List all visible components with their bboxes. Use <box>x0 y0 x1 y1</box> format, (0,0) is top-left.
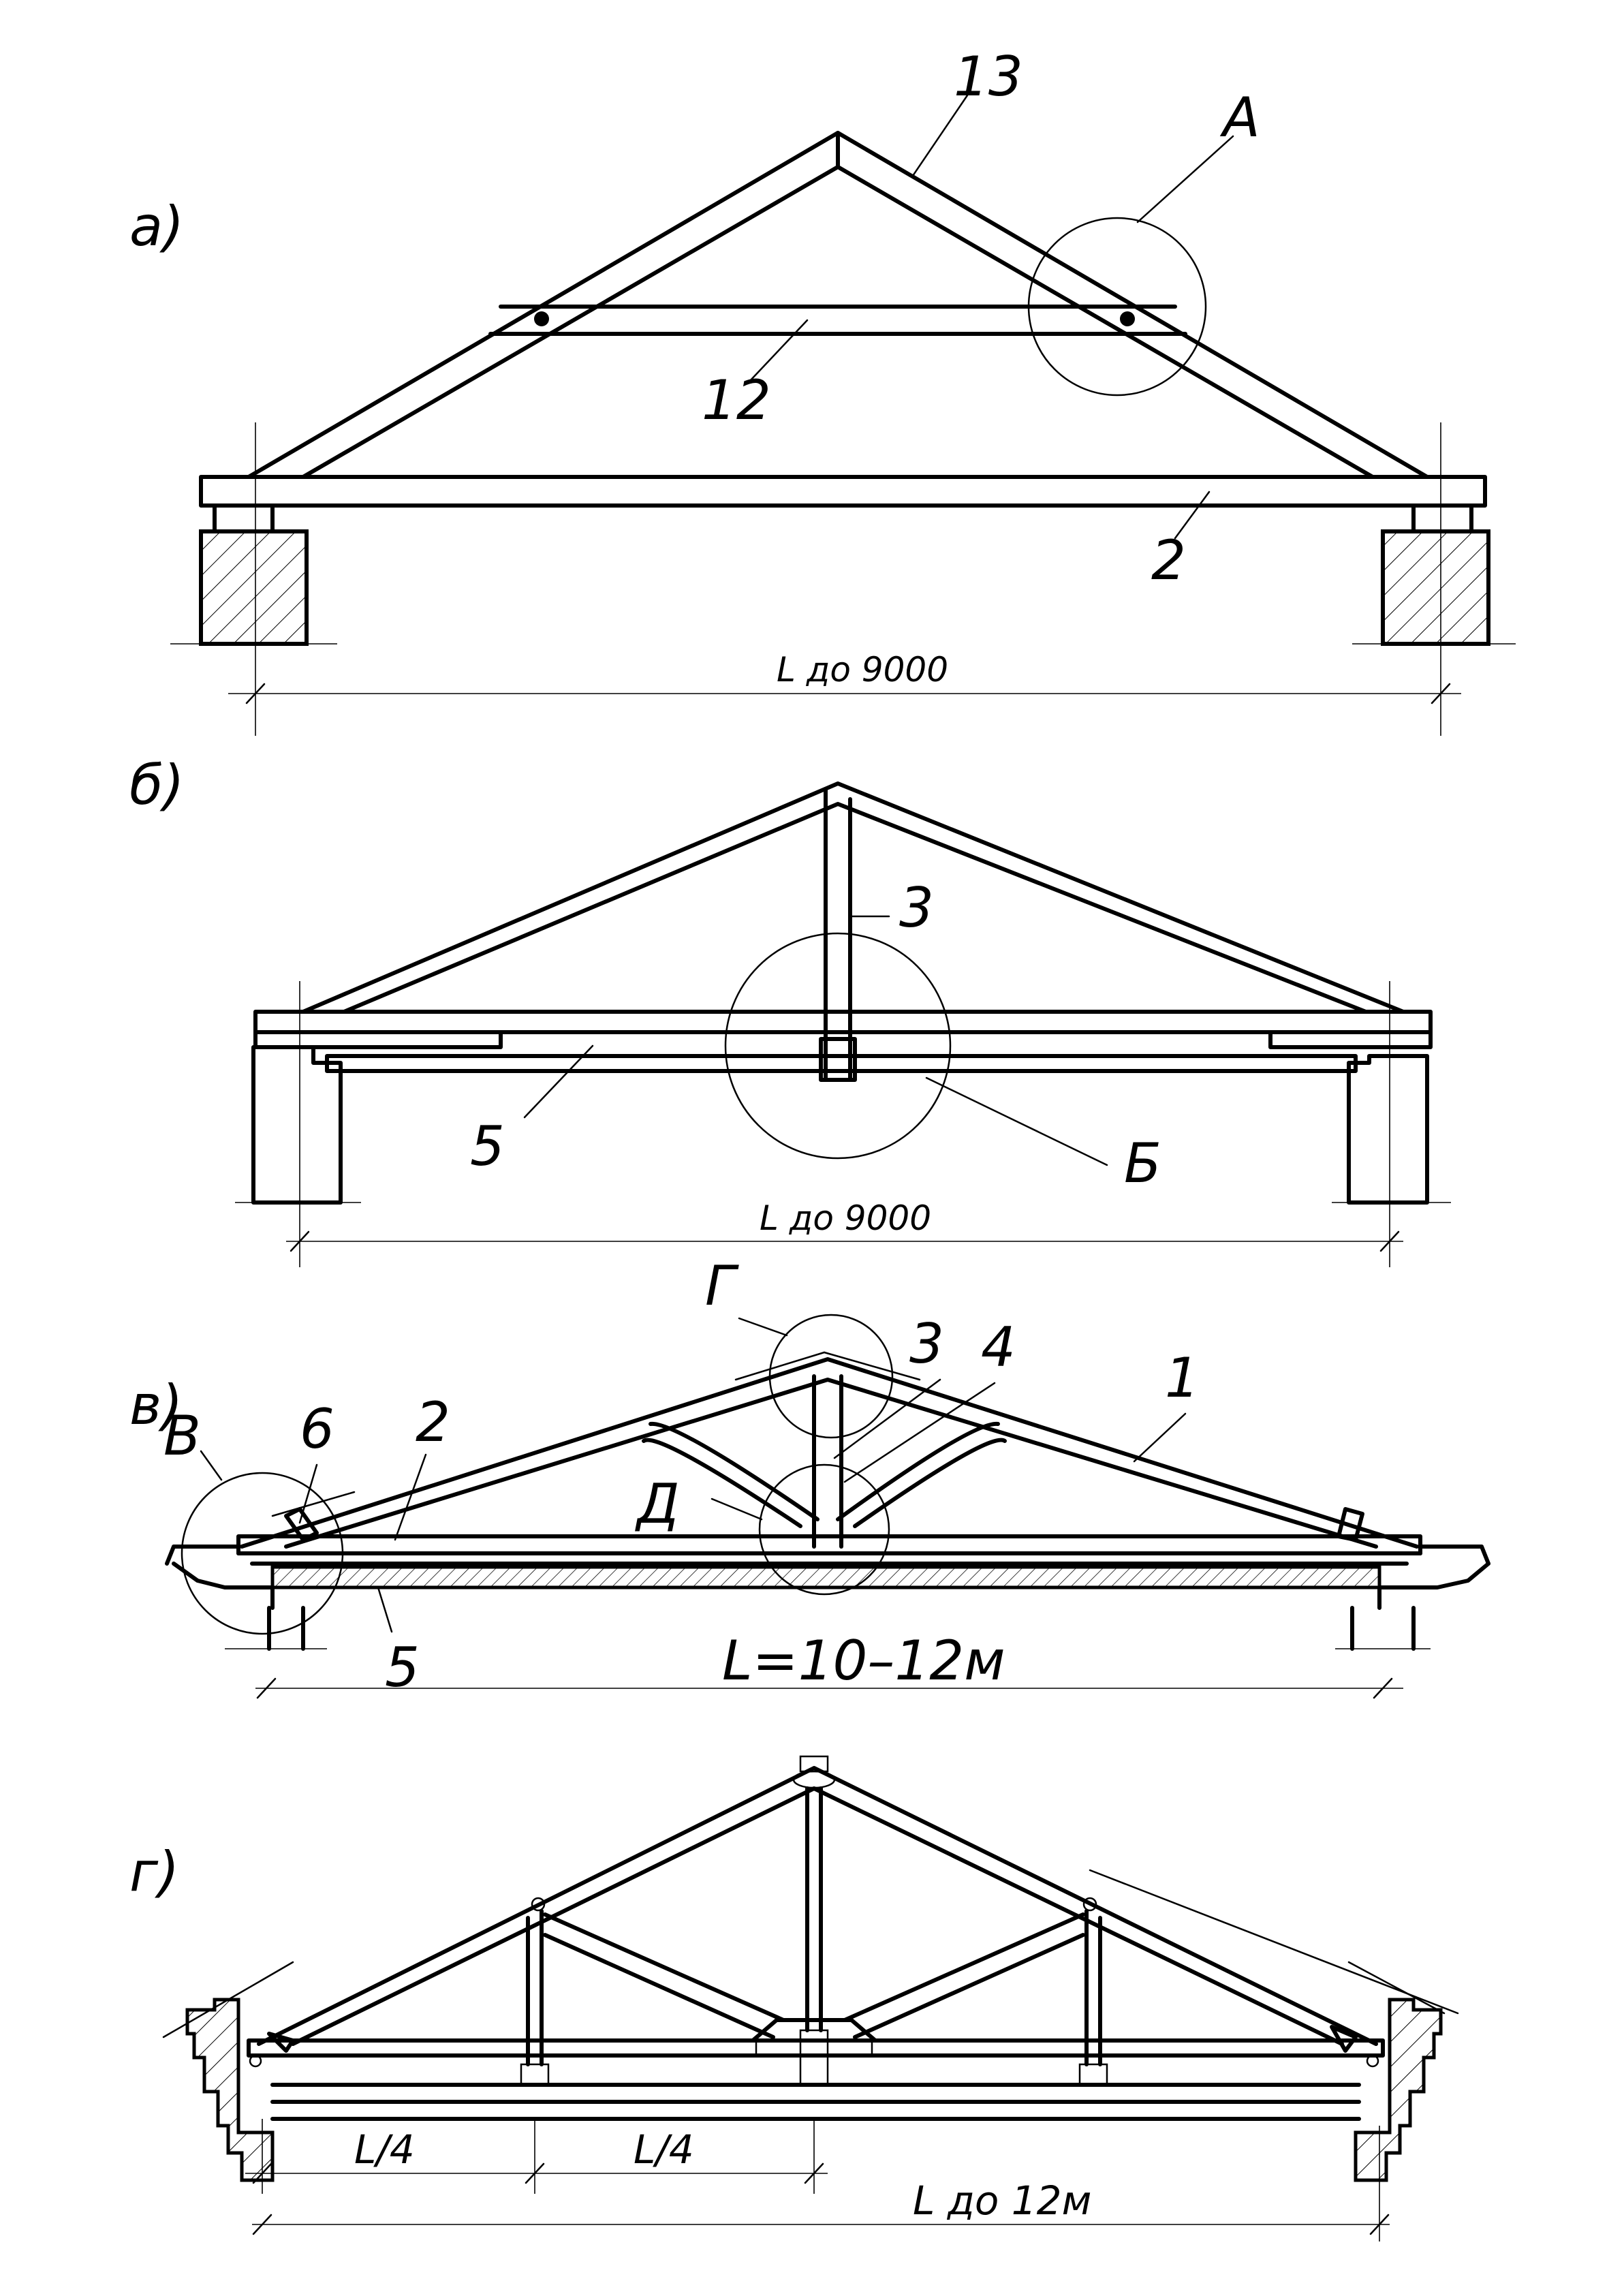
panel-v-ridge-sheet-right <box>823 1351 921 1381</box>
panel-a-label-12: 12 <box>702 369 771 432</box>
panel-b-node-b-leader <box>925 1076 1108 1166</box>
panel-a-span-label: L до 9000 <box>777 650 948 689</box>
panel-b-tie-beam <box>253 1010 1433 1034</box>
panel-a-leader-13 <box>911 94 969 177</box>
panel-v-label-2: 2 <box>416 1391 450 1454</box>
panel-g-ridge-node <box>792 1755 836 1789</box>
panel-b-letter: б) <box>129 754 185 817</box>
panel-v-node-v-label: В <box>163 1404 201 1468</box>
panel-g-hangers <box>520 2029 1108 2086</box>
panel-b-left-pad <box>253 1030 503 1049</box>
panel-v-right-cornice <box>1335 1545 1490 1651</box>
panel-v-node-g-circle <box>768 1314 894 1439</box>
panel-v-ridge-sheet-left <box>734 1351 826 1381</box>
panel-v-left-sheet <box>271 1491 356 1517</box>
panel-v-leader-4 <box>843 1382 996 1483</box>
panel-v-ceiling <box>270 1565 1381 1589</box>
panel-b-span-label: L до 9000 <box>760 1198 931 1238</box>
panel-a-label-2: 2 <box>1151 529 1186 592</box>
panel-v-leader-1 <box>1133 1412 1187 1463</box>
panel-g-right-bracket <box>1330 2025 1358 2053</box>
panel-g-central-post <box>805 1786 823 2032</box>
panel-b-label-5: 5 <box>470 1115 505 1178</box>
panel-a-span-dimension: L до 9000 <box>228 650 1461 704</box>
panel-g-rafters <box>257 1766 1378 2046</box>
panel-a-node-a-circle <box>1027 217 1207 397</box>
panel-v-span-label: L=10–12м <box>722 1629 1005 1692</box>
panel-v-node-v-leader <box>200 1450 223 1481</box>
panel-b-node-b-circle <box>724 932 952 1160</box>
panel-v-left-cornice <box>165 1545 327 1651</box>
panel-g-diagonals <box>543 1912 1085 2039</box>
panel-a-letter: а) <box>129 195 184 258</box>
panel-g-right-anchor <box>1366 2054 1379 2068</box>
panel-b-label-3: 3 <box>899 876 934 940</box>
panel-v-letter: в) <box>129 1374 183 1437</box>
panel-v-node-g-leader <box>738 1317 788 1337</box>
panel-a-leader-12 <box>748 319 809 383</box>
panel-v-leader-5 <box>377 1586 393 1633</box>
panel-g-letter: г) <box>129 1840 179 1904</box>
panel-g-right-cornice <box>1354 1998 1443 2182</box>
panel-a-lower-beam <box>199 475 1487 508</box>
panel-v: в) Г <box>129 1254 1490 1699</box>
panel-b-span-dimension: L до 9000 <box>286 1198 1403 1252</box>
panel-b-leader-5 <box>523 1044 594 1119</box>
panel-v-node-g-label: Г <box>705 1254 739 1318</box>
panel-g-left-bracket <box>267 2032 295 2053</box>
panel-g-left-anchor <box>249 2054 262 2068</box>
panel-v-label-5: 5 <box>385 1636 420 1699</box>
panel-b-right-pad <box>1268 1030 1433 1049</box>
panel-v-span-dimension: L=10–12м <box>255 1629 1403 1699</box>
panel-v-label-4: 4 <box>981 1316 1016 1379</box>
panel-v-left-bracket <box>284 1507 319 1542</box>
panel-v-tie-beam <box>236 1534 1422 1555</box>
panel-g-right-upper-sheet <box>1089 1869 1459 2015</box>
panel-g-right-eave-sheet <box>1347 1961 1446 2015</box>
panel-a-left-support <box>170 422 337 736</box>
panel-b-right-support <box>1332 981 1451 1267</box>
panel-b-node-b-label: Б <box>1124 1132 1161 1195</box>
panel-b-ceiling-beam <box>325 1054 1358 1073</box>
panel-a-node-a-label: A <box>1219 86 1260 149</box>
panel-a-label-13: 13 <box>954 45 1023 108</box>
panel-v-node-v-circle <box>181 1472 344 1635</box>
panel-v-label-3: 3 <box>909 1312 944 1376</box>
panel-v-node-d-circle <box>758 1463 890 1596</box>
panel-v-node-d-label: Д <box>635 1472 680 1536</box>
panel-a-leader-2 <box>1174 491 1211 540</box>
panel-g-quarter-right-label: L/4 <box>634 2126 694 2173</box>
panel-g: г) <box>129 1755 1459 2241</box>
panel-g-quarter-dimension: L/4 L/4 <box>245 2119 828 2194</box>
panel-v-leader-3 <box>833 1378 941 1459</box>
panel-a-node-a-leader <box>1136 135 1234 223</box>
panel-b-rafters <box>301 781 1405 1014</box>
panel-b: б) Б <box>129 754 1451 1267</box>
panel-a-collar-tie <box>488 305 1187 336</box>
panel-v-rafters <box>240 1357 1419 1549</box>
panel-a: а) <box>129 45 1516 736</box>
panel-v-label-6: 6 <box>300 1397 334 1461</box>
panel-v-label-1: 1 <box>1165 1346 1200 1410</box>
panel-g-span-dimension: L до 12м <box>252 2126 1390 2241</box>
panel-v-struts <box>642 1421 1007 1528</box>
panel-g-span-label: L до 12м <box>913 2177 1091 2224</box>
panel-a-rafters <box>247 131 1429 479</box>
panel-g-left-cornice <box>185 1998 275 2182</box>
panel-b-left-support <box>235 981 361 1267</box>
panel-v-leader-2 <box>394 1453 427 1541</box>
panel-a-right-support <box>1352 422 1516 736</box>
panel-v-leader-6 <box>298 1463 318 1524</box>
panel-v-node-d-leader <box>710 1498 763 1521</box>
panel-g-lower-chord <box>247 2038 1385 2121</box>
panel-v-right-bracket <box>1337 1507 1364 1542</box>
panel-g-quarter-left-label: L/4 <box>354 2126 415 2173</box>
